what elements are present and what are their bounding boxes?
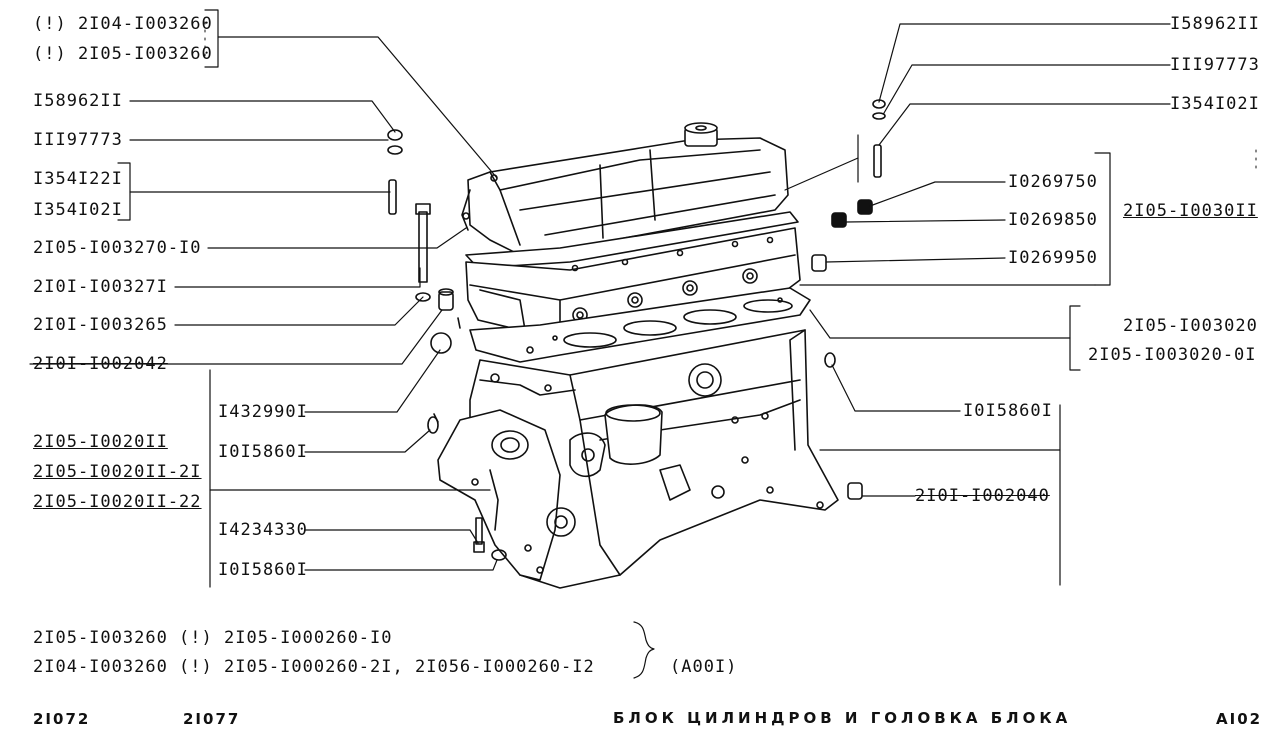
label-head-gasket-1: 2I05-I003020 (1123, 316, 1258, 336)
dotted-guides (204, 21, 1257, 171)
label-oring-1: I0I5860I (218, 442, 308, 462)
label-washer-right: III97773 (1170, 55, 1260, 75)
label-bushing: 2I0I-I002042 (33, 354, 168, 374)
head-gasket (469, 287, 811, 363)
cylinder-block (437, 329, 839, 589)
label-oring-2: I0I5860I (218, 560, 308, 580)
label-head-bolt: 2I0I-I00327I (33, 277, 168, 297)
label-seal-3: I0269950 (1008, 248, 1098, 268)
page-number: AI02 (1216, 710, 1263, 728)
page-title: БЛОК ЦИЛИНДРОВ И ГОЛОВКА БЛОКА (613, 709, 1072, 727)
label-block-3: 2I05-I0020II-22 (33, 492, 202, 512)
label-block-1: 2I05-I0020II (33, 432, 168, 452)
note-code: (A00I) (670, 657, 738, 677)
leader-lines-right (633, 23, 1171, 679)
label-stud-2: I354I02I (33, 200, 123, 220)
label-seal-1: I0269750 (1008, 172, 1098, 192)
label-top-left-2: (!) 2I05-I003260 (33, 44, 213, 64)
label-seal-2: I0269850 (1008, 210, 1098, 230)
small-parts (387, 99, 886, 561)
label-block-2: 2I05-I0020II-2I (33, 462, 202, 482)
footer-model-1: 2I072 (33, 710, 91, 728)
label-nut-left: I58962II (33, 91, 123, 111)
note-line-2: 2I04-I003260 (!) 2I05-I000260-2I, 2I056-… (33, 657, 595, 677)
label-washer-left: III97773 (33, 130, 123, 150)
label-bushing-right: 2I0I-I002040 (915, 486, 1050, 506)
label-stud-right: I354I02I (1170, 94, 1260, 114)
leader-lines-left (29, 9, 498, 588)
label-stud-1: I354I22I (33, 169, 123, 189)
valve-cover (461, 122, 789, 256)
label-plug: I432990I (218, 402, 308, 422)
note-line-1: 2I05-I003260 (!) 2I05-I000260-I0 (33, 628, 393, 648)
label-top-left-1: (!) 2I04-I003260 (33, 14, 213, 34)
label-bolt-washer: 2I0I-I003265 (33, 315, 168, 335)
label-bottom-bolt: I4234330 (218, 520, 308, 540)
label-head-assembly: 2I05-I0030II (1123, 201, 1258, 221)
label-oring-right: I0I5860I (963, 401, 1053, 421)
label-head-gasket-2: 2I05-I003020-0I (1088, 345, 1257, 365)
footer-model-2: 2I077 (183, 710, 241, 728)
label-cover-gasket: 2I05-I003270-I0 (33, 238, 202, 258)
label-nut-right: I58962II (1170, 14, 1260, 34)
